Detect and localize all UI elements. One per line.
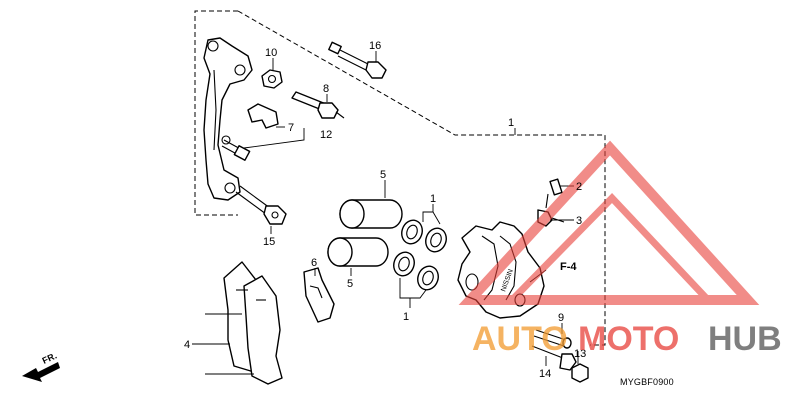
- callout-3: 3: [576, 215, 582, 227]
- caliper-bracket: [203, 37, 253, 201]
- callout-13: 13: [574, 348, 586, 360]
- callout-8: 8: [323, 83, 329, 95]
- callout-7: 7: [288, 122, 294, 134]
- caliper-group-outline: [237, 10, 606, 346]
- callout-1-seals-bottom: 1: [403, 311, 409, 323]
- pad-spring: [247, 103, 279, 129]
- piston-seals: [393, 219, 447, 291]
- pin-bolt-8: [291, 91, 345, 119]
- watermark-text-hub: HUB: [708, 320, 782, 358]
- diagram-code: MYGBF0900: [620, 377, 674, 387]
- bleeder-screw-2: [545, 178, 563, 209]
- pad-pin-9: [533, 329, 572, 349]
- callout-16: 16: [369, 40, 381, 52]
- bracket-group-outline: [194, 10, 238, 216]
- callout-10: 10: [265, 47, 277, 59]
- fitting-reference-code: F-4: [560, 261, 577, 273]
- callout-1-caliper: 1: [508, 117, 514, 129]
- callout-12: 12: [320, 129, 332, 141]
- front-direction-arrow: [22, 362, 60, 382]
- callout-5-lower: 5: [347, 278, 353, 290]
- callout-4: 4: [184, 339, 190, 351]
- callout-1-seals-top: 1: [430, 193, 436, 205]
- watermark-text-moto: MOTO: [578, 320, 679, 358]
- callout-14: 14: [539, 368, 551, 380]
- autohub-watermark-logo: [458, 140, 760, 305]
- pin-14: [531, 345, 577, 371]
- callout-9: 9: [558, 312, 564, 324]
- piston-upper: [339, 199, 403, 229]
- callout-6: 6: [311, 257, 317, 269]
- callout-15: 15: [263, 236, 275, 248]
- nut-10: [261, 69, 283, 89]
- bolt-16: [328, 41, 387, 79]
- callout-5-upper: 5: [380, 169, 386, 181]
- pad-shim-6: [303, 267, 335, 323]
- plug-13: [571, 363, 589, 383]
- watermark-text-auto: AUTO: [472, 320, 568, 358]
- bracket-pin: [221, 139, 251, 161]
- bolt-15: [235, 185, 287, 225]
- piston-lower: [327, 237, 389, 267]
- callout-2: 2: [576, 181, 582, 193]
- brake-pads-4: [223, 261, 283, 385]
